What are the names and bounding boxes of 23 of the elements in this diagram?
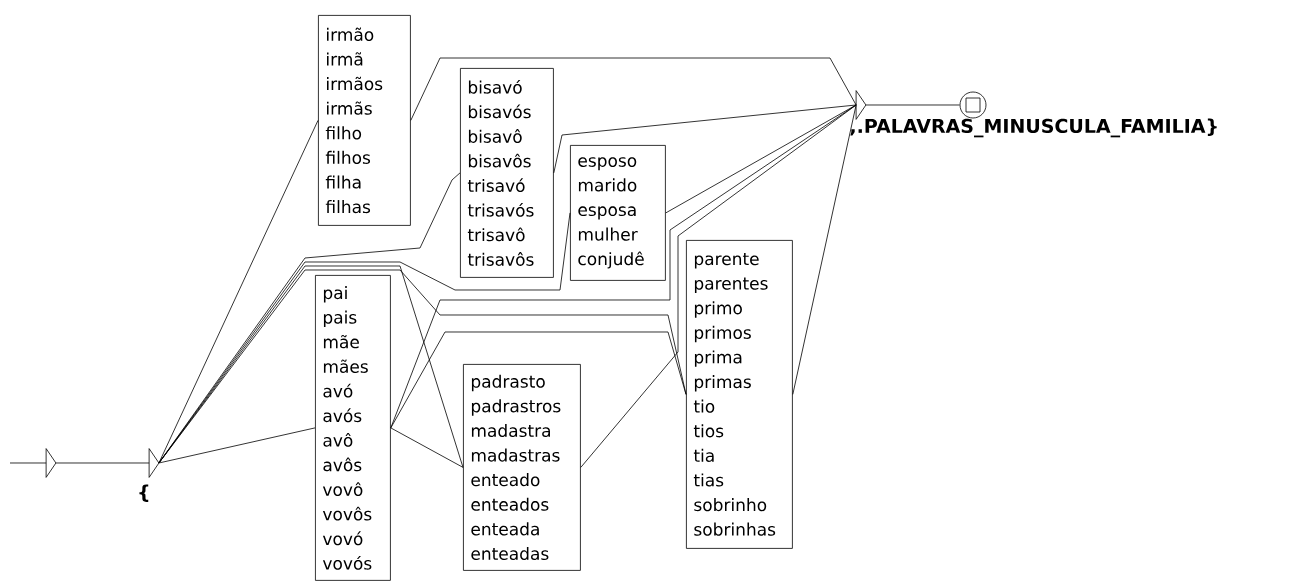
word-list-box: padrasto padrastros madastra madastras enteado enteados enteada enteadas — [463, 364, 581, 571]
word-list-box: parente parentes primo primos prima primas tio tios tia tias sobrinho sobrinhas — [686, 240, 793, 549]
output-label: ,.PALAVRAS_MINUSCULA_FAMILIA} — [850, 118, 1217, 138]
word-list-box: pai pais mãe mães avó avós avô avôs vovô vovôs vovó vovós — [315, 275, 391, 581]
transition-line — [390, 427, 464, 468]
transition-line — [158, 120, 319, 464]
transition-line — [55, 462, 150, 464]
state-triangle — [148, 448, 160, 478]
transition-line — [158, 427, 316, 464]
state-triangle — [855, 90, 867, 120]
word-list-box: irmão irmã irmãos irmãs filho filhos filha filhas — [318, 15, 411, 226]
word-list-box: esposo marido esposa mulher conjudê — [570, 145, 666, 281]
final-state-circle — [959, 91, 987, 119]
transition-line — [792, 104, 857, 395]
output-label: { — [139, 484, 149, 502]
transition-line — [865, 104, 960, 106]
transition-line — [410, 57, 857, 121]
state-triangle — [45, 448, 57, 478]
word-list-box: bisavó bisavós bisavô bisavôs trisavó trisavós trisavô trisavôs — [460, 68, 554, 278]
transition-line — [9, 462, 47, 464]
transition-line — [158, 269, 687, 464]
transition-line — [580, 104, 857, 468]
transition-line — [390, 331, 687, 429]
